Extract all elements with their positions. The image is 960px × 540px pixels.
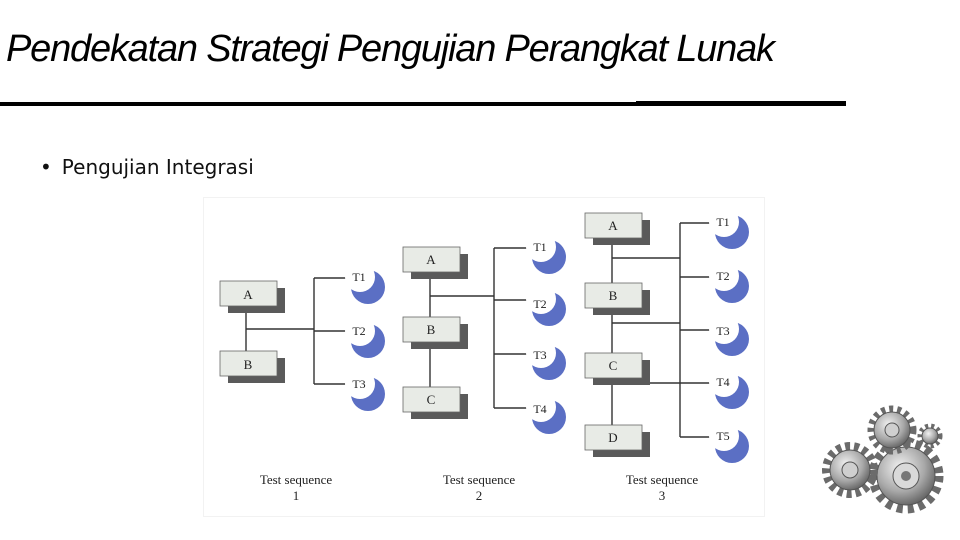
test-node-T4: T4 <box>709 367 749 409</box>
test-node-T3: T3 <box>526 338 566 380</box>
module-box-B: B <box>219 350 285 383</box>
svg-text:A: A <box>243 287 253 302</box>
test-sequence-3: A B C D T1 <box>584 207 749 503</box>
svg-text:B: B <box>609 288 618 303</box>
title-underline-right <box>636 101 846 106</box>
svg-text:T4: T4 <box>533 402 546 416</box>
bullet-item: • Pengujian Integrasi <box>40 155 254 179</box>
sequence-3-caption: Test sequence <box>626 472 699 487</box>
svg-text:T2: T2 <box>533 297 546 311</box>
module-box-C: C <box>584 352 650 385</box>
diagram-canvas: A B T1 T2 T3 Test sequenc <box>219 207 749 503</box>
sequence-2-caption: Test sequence <box>443 472 516 487</box>
bullet-dot: • <box>40 155 52 179</box>
module-box-B: B <box>402 316 468 349</box>
test-node-T2: T2 <box>526 284 566 326</box>
slide-title: Pendekatan Strategi Pengujian Perangkat … <box>6 28 775 70</box>
svg-text:T3: T3 <box>352 377 365 391</box>
sequence-3-number: 3 <box>659 488 666 503</box>
test-node-T1: T1 <box>345 262 385 304</box>
module-box-A: A <box>584 212 650 245</box>
sequence-2-number: 2 <box>476 488 483 503</box>
sequence-1-caption: Test sequence <box>260 472 333 487</box>
module-box-D: D <box>584 424 650 457</box>
gears-icon <box>820 402 946 518</box>
svg-text:T1: T1 <box>533 240 546 254</box>
svg-text:T1: T1 <box>716 215 729 229</box>
svg-text:B: B <box>427 322 436 337</box>
module-box-C: C <box>402 386 468 419</box>
test-sequence-1: A B T1 T2 T3 Test sequenc <box>219 262 385 503</box>
test-node-T3: T3 <box>345 369 385 411</box>
title-underline <box>0 102 636 106</box>
module-box-B: B <box>584 282 650 315</box>
test-node-T1: T1 <box>526 232 566 274</box>
svg-text:T3: T3 <box>716 324 729 338</box>
svg-text:A: A <box>608 218 618 233</box>
svg-text:A: A <box>426 252 436 267</box>
svg-text:T4: T4 <box>716 375 729 389</box>
svg-text:D: D <box>608 430 617 445</box>
test-node-T3: T3 <box>709 314 749 356</box>
svg-text:T2: T2 <box>716 269 729 283</box>
test-node-T4: T4 <box>526 392 566 434</box>
svg-text:T2: T2 <box>352 324 365 338</box>
module-box-A: A <box>219 280 285 313</box>
test-node-T2: T2 <box>345 316 385 358</box>
integration-test-diagram: A B T1 T2 T3 Test sequenc <box>204 198 764 516</box>
module-box-A: A <box>402 246 468 279</box>
sequence-1-number: 1 <box>293 488 300 503</box>
test-node-T1: T1 <box>709 207 749 249</box>
svg-text:T3: T3 <box>533 348 546 362</box>
test-sequence-2: A B C T1 T2 <box>402 232 566 503</box>
svg-text:C: C <box>427 392 436 407</box>
svg-text:T5: T5 <box>716 429 729 443</box>
svg-text:T1: T1 <box>352 270 365 284</box>
test-node-T2: T2 <box>709 261 749 303</box>
svg-text:B: B <box>244 357 253 372</box>
svg-text:C: C <box>609 358 618 373</box>
test-node-T5: T5 <box>709 421 749 463</box>
bullet-text: Pengujian Integrasi <box>61 155 254 179</box>
